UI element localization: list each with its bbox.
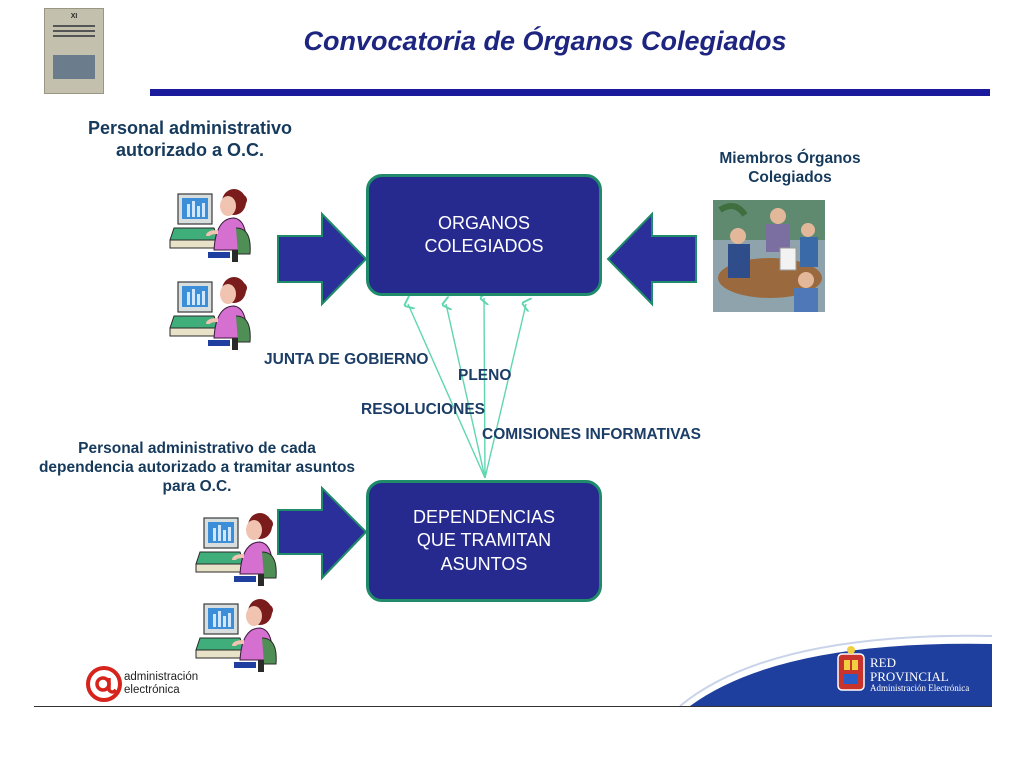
title-underline [150,89,990,96]
organos-box-line2: COLEGIADOS [424,236,544,256]
flow-arrow-comisiones [484,304,526,479]
logo-left-line1: administración [124,671,199,683]
label-pleno: PLENO [458,367,512,384]
worker-icon-bottom-2 [194,597,279,674]
dependencias-box-line2: QUE TRAMITAN [416,530,552,551]
arrow-right-admin [277,211,368,307]
cover-label: XI [70,13,78,20]
red-provincial-logo: RED PROVINCIAL Administración Electrónic… [870,656,969,694]
worker-icon-top-2 [168,275,253,352]
red-line3: Administración Electrónica [870,683,970,694]
publication-cover-image: XI [44,8,104,94]
arrow-left-members [606,211,697,307]
page-title: Convocatoria de Órganos Colegiados [303,26,787,56]
red-line1: RED [870,655,896,670]
organos-box-line1: ORGANOS [437,212,530,233]
dependencias-box: DEPENDENCIAS QUE TRAMITAN ASUNTOS [366,480,602,602]
flow-arrow-resoluciones [484,298,485,479]
dependencias-box-line3: ASUNTOS [440,553,528,574]
logo-left-line2: electrónica [124,684,180,697]
admin-staff-heading: Personal administrativo autorizado a O.C… [87,118,293,160]
members-heading: Miembros Órganos Colegiados [719,150,861,186]
flow-arrow-pleno [446,304,486,479]
logo-left-text: administración electrónica [124,671,198,697]
organos-colegiados-box: ORGANOS COLEGIADOS [366,174,602,296]
at-sign-logo [86,666,122,702]
red-line2: PROVINCIAL [870,668,949,684]
label-junta-de-gobierno: JUNTA DE GOBIERNO [264,351,429,368]
flow-arrow-junta [408,304,486,479]
worker-icon-top-1 [168,187,253,264]
label-resoluciones: RESOLUCIONES [361,401,486,418]
arrow-right-dependencias [277,485,368,581]
dependencias-staff-heading: Personal administrativo de cada dependen… [38,440,356,495]
dependencias-box-line1: DEPENDENCIAS [412,506,556,527]
worker-icon-bottom-1 [194,511,279,588]
coat-of-arms-icon [837,646,865,691]
meeting-illustration [713,200,825,312]
label-comisiones-informativas: COMISIONES INFORMATIVAS [482,426,702,443]
footer-rule [34,706,992,707]
